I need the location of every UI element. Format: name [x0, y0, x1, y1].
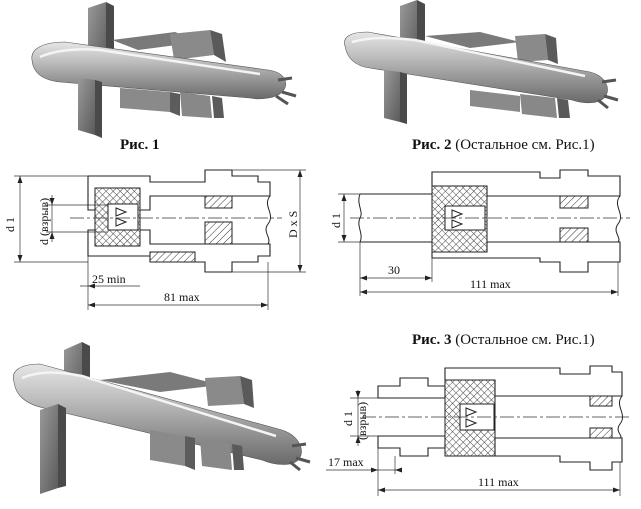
caption-fig1: Рис. 1 — [120, 137, 159, 154]
fig1-81max-label: 81 max — [164, 290, 200, 304]
caption-fig2-number: Рис. 2 — [412, 137, 452, 153]
fig1-dxs-label: D x S — [286, 211, 300, 238]
caption-fig1-number: Рис. 1 — [120, 137, 160, 153]
fig2-d1-label: d 1 — [329, 213, 343, 228]
caption-fig3: Рис. 3 (Остальное см. Рис.1) — [412, 332, 595, 349]
fig1-d1-label: d 1 — [3, 217, 17, 232]
drawing-fig1: d 1 d (взрыв) D x S 25 min 81 max — [3, 169, 306, 310]
fig1-25min-label: 25 min — [92, 272, 126, 286]
render-3d-fig3 — [12, 342, 311, 494]
fig3-vzryv-label: (взрыв) — [355, 402, 369, 440]
fig2-111max-label: 111 max — [470, 277, 511, 291]
render-3d-fig1 — [31, 2, 297, 138]
fig3-d1-label: d 1 — [341, 411, 355, 426]
drawing-fig2: d 1 30 111 max — [329, 169, 630, 296]
fig2-30-label: 30 — [388, 263, 400, 277]
caption-fig2-note: (Остальное см. Рис.1) — [451, 137, 595, 153]
fig3-17max-label: 17 max — [328, 455, 364, 469]
fig1-d-vzryv-label: d (взрыв) — [37, 198, 51, 245]
caption-fig2: Рис. 2 (Остальное см. Рис.1) — [412, 137, 595, 154]
caption-fig3-number: Рис. 3 — [412, 332, 452, 348]
render-3d-fig2 — [344, 0, 619, 124]
drawing-fig3: d 1 (взрыв) 17 max 111 max — [326, 365, 632, 496]
fig3-111max-label: 111 max — [478, 475, 519, 489]
caption-fig3-note: (Остальное см. Рис.1) — [451, 332, 595, 348]
